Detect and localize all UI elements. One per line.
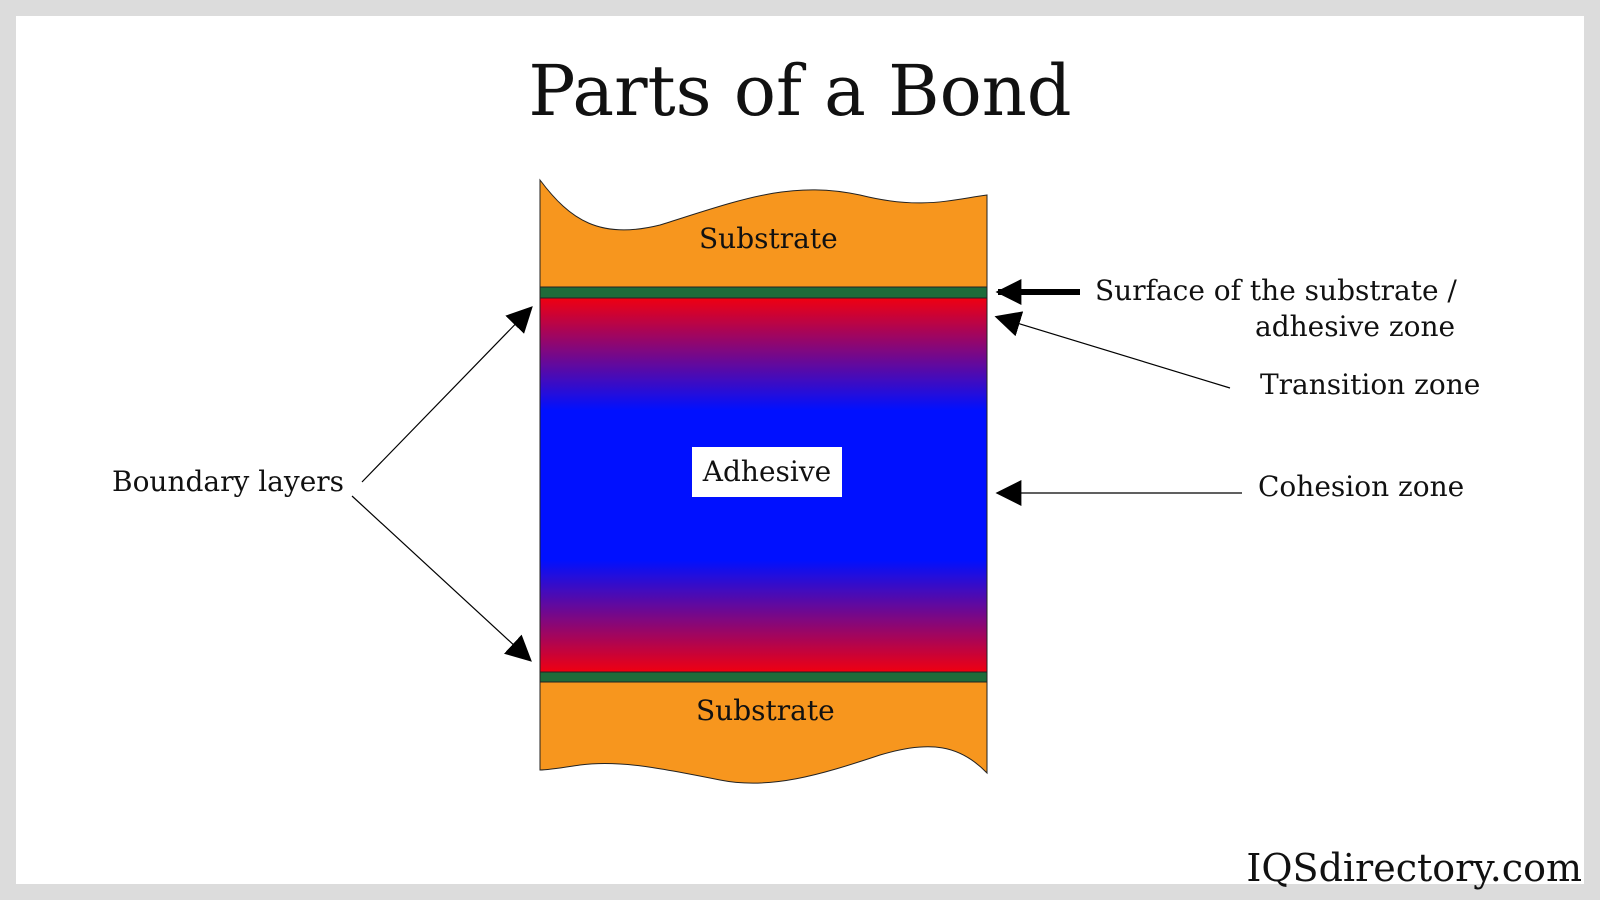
surface-layer-top xyxy=(539,286,988,299)
transition-zone-label: Transition zone xyxy=(1260,368,1481,401)
page-title: Parts of a Bond xyxy=(528,50,1072,132)
surface-layer-bottom xyxy=(539,671,988,683)
brand-watermark: IQSdirectory.com xyxy=(1246,846,1582,890)
cohesion-zone-label: Cohesion zone xyxy=(1258,470,1465,503)
substrate-top-shape xyxy=(539,178,988,288)
adhesive-label: Adhesive xyxy=(692,447,842,497)
substrate-top-label: Substrate xyxy=(699,222,838,255)
surface-label-line2: adhesive zone xyxy=(1255,310,1456,343)
substrate-bottom-shape xyxy=(539,681,988,784)
transition-arrow xyxy=(994,311,1231,389)
boundary-arrow-lower xyxy=(351,495,532,662)
substrate-bottom-label: Substrate xyxy=(696,694,835,727)
surface-label-line1: Surface of the substrate / xyxy=(1095,274,1457,307)
boundary-arrow-upper xyxy=(361,306,533,483)
boundary-layers-label: Boundary layers xyxy=(112,465,345,498)
